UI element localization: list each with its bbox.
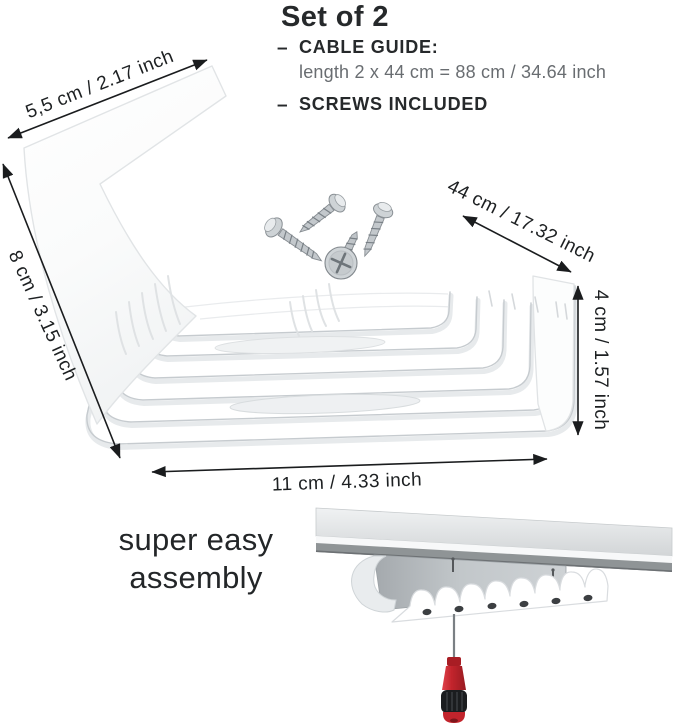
end-cap-face	[532, 275, 575, 432]
under-desk-cable-tray	[351, 554, 609, 623]
feature-bullet-cable-guide-detail: length 2 x 44 cm = 88 cm / 34.64 inch	[299, 62, 607, 82]
desk-illustration	[315, 507, 673, 572]
arrow-lip	[7, 59, 208, 139]
arrow-length	[462, 215, 572, 273]
screw-1	[264, 217, 323, 262]
dimension-arrows	[2, 59, 584, 478]
screw-4	[324, 231, 358, 280]
bullet-dash: –	[277, 38, 288, 59]
cable-holes	[422, 594, 593, 616]
bullet-dash: –	[277, 95, 288, 116]
screwdriver-grip	[441, 690, 467, 713]
end-cap-ticks	[488, 290, 568, 320]
screws-illustration	[264, 193, 394, 280]
feature-bullet-screws: SCREWS INCLUDED	[299, 94, 489, 114]
feature-bullet-cable-guide: CABLE GUIDE:	[299, 37, 439, 57]
arrow-side	[2, 163, 121, 459]
screw-3	[363, 201, 394, 258]
assembly-caption-line2: assembly	[129, 560, 263, 595]
screw-2	[299, 193, 346, 233]
finger-ridges	[115, 275, 340, 355]
cable-guide-render	[23, 65, 576, 448]
arrow-base	[151, 453, 548, 478]
assembly-caption-line1: super easy	[118, 522, 274, 557]
assembly-caption: super easy assembly	[96, 521, 296, 597]
set-count-title: Set of 2	[281, 1, 389, 33]
scalloped-front	[391, 568, 609, 623]
dim-label-height: 4 cm / 1.57 inch	[590, 289, 611, 431]
screwdriver-illustration	[441, 614, 467, 723]
assembly-illustration	[315, 507, 673, 723]
channel-slots	[214, 335, 421, 415]
